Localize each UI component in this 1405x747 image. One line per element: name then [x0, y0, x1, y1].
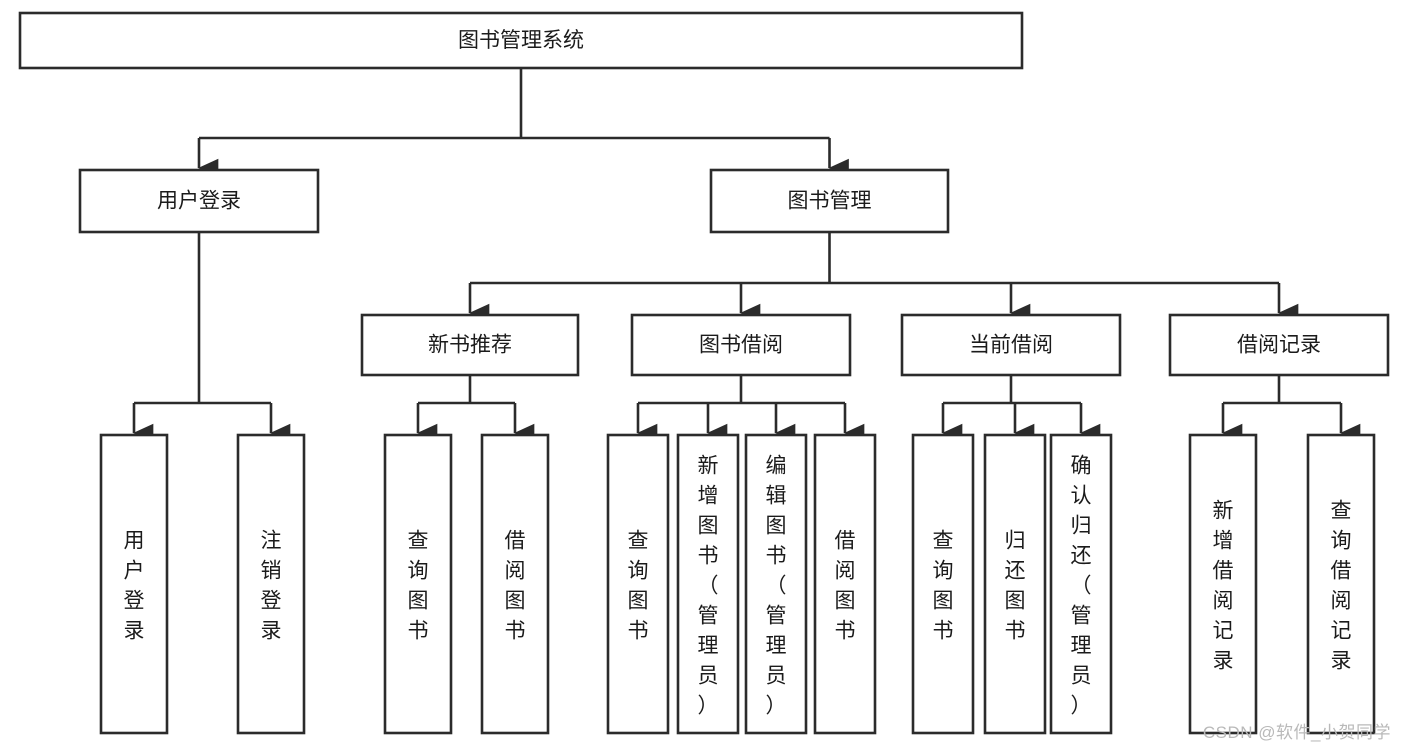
root-node-book-management-system-rect: [18, 11, 1024, 70]
root-node-book-management-system[interactable]: 图书管理系统: [18, 11, 1024, 70]
leaf-node-3-label: 借阅图书: [505, 529, 526, 642]
leaf-node-7-rect: [813, 433, 877, 735]
level2-node-3[interactable]: 借阅记录: [1168, 313, 1390, 377]
leaf-node-6-label: 编辑图书（管理员）: [766, 454, 787, 717]
leaf-node-1[interactable]: 注销登录: [236, 433, 306, 735]
csdn-watermark: CSDN @软件_小贺同学: [1202, 723, 1391, 742]
leaf-node-2[interactable]: 查询图书: [383, 433, 453, 735]
leaf-node-12[interactable]: 查询借阅记录: [1306, 433, 1376, 735]
leaf-node-2-label: 查询图书: [408, 529, 429, 642]
leaf-node-5-rect: [676, 433, 740, 735]
level2-node-2[interactable]: 当前借阅: [900, 313, 1122, 377]
level1-node-1[interactable]: 图书管理: [709, 168, 950, 234]
leaf-node-3-rect: [480, 433, 550, 735]
leaf-node-8-rect: [911, 433, 975, 735]
leaf-node-8-label: 查询图书: [933, 529, 954, 642]
level1-node-0-rect: [78, 168, 320, 234]
level2-node-1-label: 图书借阅: [699, 334, 783, 357]
level2-node-0-rect: [360, 313, 580, 377]
level2-node-3-label: 借阅记录: [1237, 334, 1321, 357]
leaf-node-6-rect: [744, 433, 808, 735]
leaf-node-6[interactable]: 编辑图书（管理员）: [744, 433, 808, 735]
leaf-node-11[interactable]: 新增借阅记录: [1188, 433, 1258, 735]
leaf-node-4[interactable]: 查询图书: [606, 433, 670, 735]
level1-node-0[interactable]: 用户登录: [78, 168, 320, 234]
leaf-node-2-rect: [383, 433, 453, 735]
leaf-node-3[interactable]: 借阅图书: [480, 433, 550, 735]
level2-node-2-rect: [900, 313, 1122, 377]
leaf-node-7-label: 借阅图书: [835, 529, 856, 642]
connector-lines: [132, 68, 1361, 443]
level2-node-2-label: 当前借阅: [969, 334, 1053, 357]
level2-node-1-rect: [630, 313, 852, 377]
level1-node-1-label: 图书管理: [788, 190, 872, 213]
leaf-node-11-label: 新增借阅记录: [1213, 499, 1234, 672]
leaf-node-8[interactable]: 查询图书: [911, 433, 975, 735]
leaf-node-10[interactable]: 确认归还（管理员）: [1049, 433, 1113, 735]
leaf-node-12-label: 查询借阅记录: [1331, 499, 1352, 672]
leaf-node-5-label: 新增图书（管理员）: [698, 454, 719, 717]
leaf-node-4-rect: [606, 433, 670, 735]
leaf-node-12-rect: [1306, 433, 1376, 735]
level2-node-1[interactable]: 图书借阅: [630, 313, 852, 377]
leaf-node-9[interactable]: 归还图书: [983, 433, 1047, 735]
level1-node-1-rect: [709, 168, 950, 234]
level2-node-0-label: 新书推荐: [428, 334, 512, 357]
leaf-node-4-label: 查询图书: [628, 529, 649, 642]
leaf-node-11-rect: [1188, 433, 1258, 735]
leaf-node-9-label: 归还图书: [1005, 529, 1026, 642]
leaf-node-7[interactable]: 借阅图书: [813, 433, 877, 735]
root-node-book-management-system-label: 图书管理系统: [458, 29, 584, 52]
leaf-node-5[interactable]: 新增图书（管理员）: [676, 433, 740, 735]
leaf-node-10-rect: [1049, 433, 1113, 735]
level1-node-0-label: 用户登录: [157, 190, 241, 213]
level2-node-3-rect: [1168, 313, 1390, 377]
leaf-node-1-rect: [236, 433, 306, 735]
level2-node-0[interactable]: 新书推荐: [360, 313, 580, 377]
leaf-node-0-rect: [99, 433, 169, 735]
leaf-node-0-label: 用户登录: [124, 529, 145, 642]
leaf-node-1-label: 注销登录: [261, 529, 282, 642]
leaf-node-10-label: 确认归还（管理员）: [1071, 454, 1092, 717]
leaf-node-0[interactable]: 用户登录: [99, 433, 169, 735]
leaf-node-9-rect: [983, 433, 1047, 735]
node-boxes: 图书管理系统用户登录图书管理新书推荐图书借阅当前借阅借阅记录用户登录注销登录查询…: [18, 11, 1390, 735]
